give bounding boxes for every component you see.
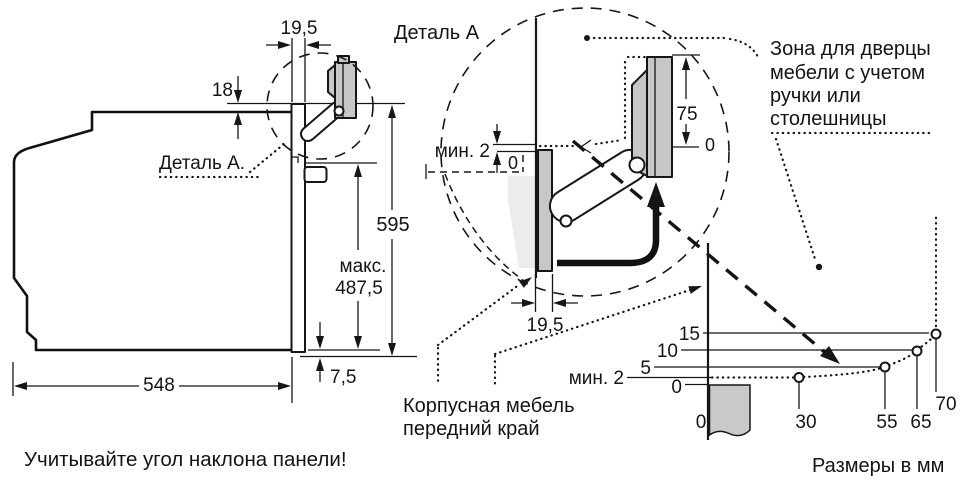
chart-x-65: 65 <box>910 412 931 433</box>
door-zone-note: Зона для дверцы мебели с учетом ручки ил… <box>770 38 936 271</box>
chart-x-55: 55 <box>876 412 897 433</box>
detail-ref: Деталь A. <box>158 142 286 179</box>
cabinet-note-line2: передний край <box>403 418 540 440</box>
dim-top-height: 18 <box>212 76 242 139</box>
dim-depth-label: 548 <box>143 375 175 396</box>
chart-x-70: 70 <box>935 394 956 415</box>
chart-point-70 <box>930 328 942 340</box>
cabinet-note-line1: Корпусная мебель <box>403 395 574 417</box>
zone-leader-dots-curve <box>728 37 760 59</box>
oven-body-outline <box>12 110 291 352</box>
chart-x-30: 30 <box>795 412 816 433</box>
dim-door-thickness: 19,5 <box>511 274 578 336</box>
door-bevel-small <box>327 64 336 99</box>
dim-height-total: 595 <box>376 105 410 356</box>
zone-leader-dot <box>584 35 590 41</box>
cabinet-panel <box>708 384 751 437</box>
dim-door-travel-label: 75 <box>676 104 697 125</box>
dim-door-travel: 75 0 <box>672 54 715 155</box>
chart-y-0: 0 <box>671 377 682 398</box>
dim-max-value-label: 487,5 <box>335 278 383 299</box>
gap-chart: 15 10 5 мин. 2 0 0 30 55 65 70 Размеры в… <box>569 212 957 477</box>
cabinet-leader-a-head <box>519 277 532 288</box>
cabinet-leader-b-head <box>688 286 702 294</box>
dim-top-width: 19,5 <box>266 18 331 102</box>
furniture-door-open <box>628 56 673 178</box>
door-zone-line1: Зона для дверцы <box>770 38 931 60</box>
dim-max-prefix-label: макс. <box>340 256 387 277</box>
chart-caption: Размеры в мм <box>812 455 944 477</box>
chart-point-30 <box>793 372 805 383</box>
oven-side-view: 19,5 18 595 макс. 487,5 <box>12 18 417 471</box>
door-swing-dashed <box>444 173 525 282</box>
door-swing-arrow-shaft <box>557 206 660 267</box>
door-swing-zone <box>508 176 536 268</box>
chart-y-15: 15 <box>679 324 700 345</box>
chart-y-10: 10 <box>657 341 678 362</box>
dim-height-total-label: 595 <box>376 214 409 236</box>
detail-a-circle-small <box>266 52 374 160</box>
dim-min-gap-label: мин. 2 <box>435 141 490 162</box>
dim-depth: 548 <box>12 357 293 403</box>
front-frame-notch <box>291 156 299 163</box>
door-zone-line4: столешницы <box>770 108 887 130</box>
cabinet-leader-b-diag <box>493 288 692 356</box>
door-zone-line3: ручки или <box>770 85 861 107</box>
detail-a-circle-large <box>440 7 730 297</box>
door-bracket <box>303 166 328 183</box>
hinge-arm-knuckle <box>559 214 573 228</box>
chart-point-65 <box>911 345 923 357</box>
hinge-pivot-small <box>333 105 345 117</box>
cabinet-front-note: Корпусная мебель передний край <box>403 277 702 440</box>
door-swing-arrow-head <box>647 182 665 207</box>
zone-dotted-diag <box>594 138 624 146</box>
dim-top-width-label: 19,5 <box>281 18 318 39</box>
dim-door-thickness-label: 19,5 <box>527 315 564 336</box>
cabinet-leader-a-diag <box>436 282 522 347</box>
dim-bottom-offset: 7,5 <box>316 322 356 388</box>
zero-travel-label: 0 <box>705 135 715 155</box>
oven-front-frame <box>290 103 306 353</box>
dim-min-gap: мин. 2 0 <box>435 124 536 173</box>
dim-top-height-label: 18 <box>212 80 233 101</box>
detail-ref-leader <box>248 142 286 174</box>
chart-point-55 <box>879 361 891 373</box>
dim-max-height: макс. 487,5 <box>335 164 386 349</box>
chart-x-0: 0 <box>696 412 707 433</box>
detail-a-view: Деталь A мин. 2 0 <box>394 7 840 364</box>
detail-a-title: Деталь A <box>394 22 480 44</box>
detail-to-chart-arrow-shaft <box>571 139 830 357</box>
door-panel-large <box>646 56 673 178</box>
furniture-door-small <box>300 55 357 142</box>
hinge-pivot-large <box>628 156 646 174</box>
chart-y-min2: мин. 2 <box>569 368 624 389</box>
door-zone-line2: мебели с учетом <box>770 62 925 84</box>
chart-curve <box>710 212 938 379</box>
door-zone-leader-diag <box>774 137 818 264</box>
door-zone-leader-dot <box>815 263 823 271</box>
zero-gap-label: 0 <box>508 153 518 173</box>
dim-bottom-offset-label: 7,5 <box>330 367 356 388</box>
chart-y-5: 5 <box>640 358 651 379</box>
chart-point-connectors <box>798 339 937 409</box>
tilt-note: Учитывайте угол наклона панели! <box>24 448 347 471</box>
detail-ref-label: Деталь A. <box>159 153 245 174</box>
